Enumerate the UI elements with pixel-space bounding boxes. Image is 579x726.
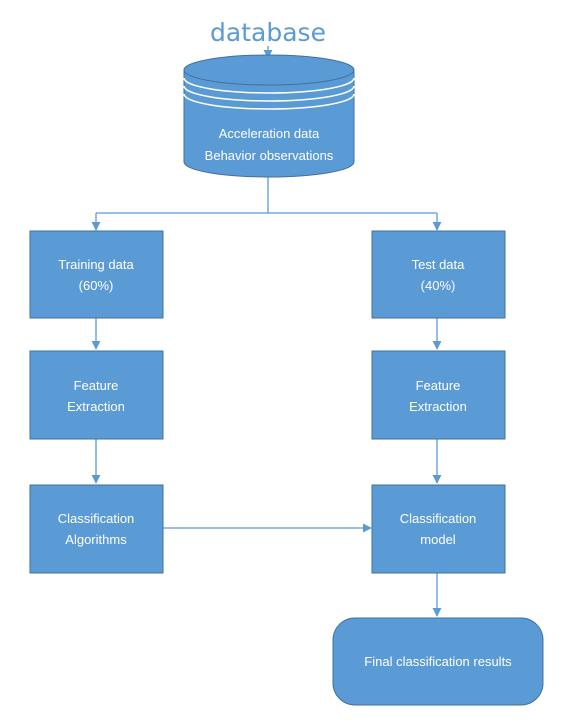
feature-extraction-right-line1: Feature: [416, 378, 461, 393]
database-cylinder: Acceleration data Behavior observations: [183, 54, 355, 178]
feature-extraction-left-box: Feature Extraction: [29, 350, 164, 440]
database-label-line1: Acceleration data: [219, 126, 320, 141]
feature-extraction-left-line2: Extraction: [67, 399, 125, 414]
final-results-box: Final classification results: [332, 617, 544, 706]
classification-model-line1: Classification: [400, 511, 477, 526]
database-label-line2: Behavior observations: [205, 148, 334, 163]
training-data-label: Training data: [58, 257, 134, 272]
test-data-box: Test data (40%): [371, 230, 506, 319]
database-ring-2: [183, 85, 355, 102]
diagram-title: database: [210, 18, 326, 47]
classification-algorithms-box: Classification Algorithms: [29, 484, 164, 574]
database-top: [183, 54, 355, 86]
test-data-label: Test data: [412, 257, 466, 272]
training-data-box: Training data (60%): [29, 230, 164, 319]
database-body: [183, 70, 355, 178]
connectors: [91, 46, 442, 617]
feature-extraction-right-line2: Extraction: [409, 399, 467, 414]
classification-algorithms-line2: Algorithms: [65, 532, 127, 547]
feature-extraction-right-box: Feature Extraction: [371, 350, 506, 440]
training-data-percent: (60%): [79, 278, 114, 293]
final-results-label: Final classification results: [364, 654, 512, 669]
classification-model-box: Classification model: [371, 484, 506, 574]
feature-extraction-left-line1: Feature: [74, 378, 119, 393]
classification-algorithms-line1: Classification: [58, 511, 135, 526]
test-data-percent: (40%): [421, 278, 456, 293]
classification-model-line2: model: [420, 532, 456, 547]
database-ring-3: [183, 93, 355, 110]
database-ring-1: [183, 77, 355, 94]
